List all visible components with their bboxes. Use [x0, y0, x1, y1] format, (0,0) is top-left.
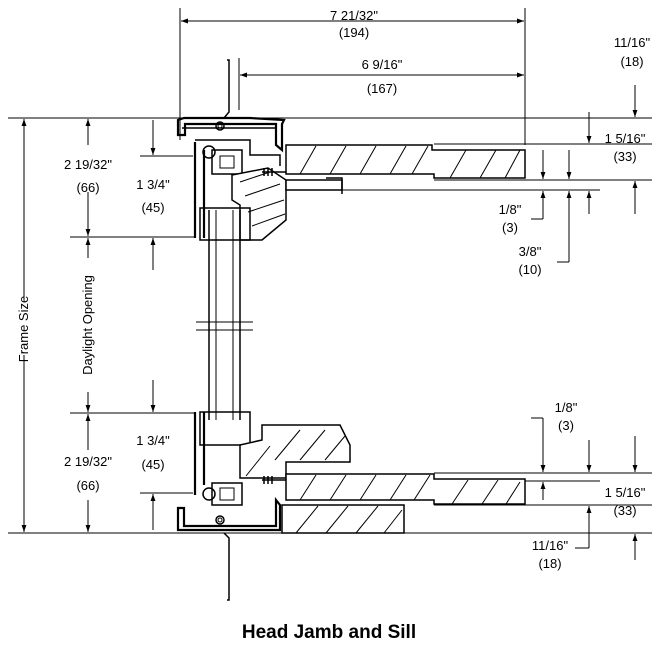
sill-right-depth-imperial: 1 5/16": [605, 485, 646, 500]
head-left-depth-imperial: 2 19/32": [64, 157, 112, 172]
head-right-dimensions: [342, 85, 652, 263]
sill-bottom-offset-metric: (18): [538, 556, 561, 571]
meeting-rail: [196, 321, 253, 331]
daylight-opening-label: Daylight Opening: [80, 275, 95, 375]
head-top-offset-imperial: 11/16": [614, 35, 651, 50]
head-small-gap-metric: (3): [502, 220, 518, 235]
head-sash-imperial: 1 3/4": [136, 177, 170, 192]
sill-small-gap-imperial: 1/8": [555, 400, 578, 415]
head-left-depth-metric: (66): [76, 180, 99, 195]
head-sash-dimension: [140, 120, 193, 270]
sill-small-gap-metric: (3): [558, 418, 574, 433]
head-top-offset-metric: (18): [620, 54, 643, 69]
sill-sash-dimension: [140, 380, 193, 530]
frame-size-label: Frame Size: [16, 296, 31, 362]
head-right-depth-imperial: 1 5/16": [605, 131, 646, 146]
head-sash-metric: (45): [141, 200, 164, 215]
overall-width-metric: (194): [339, 25, 369, 40]
sill-right-depth-metric: (33): [613, 503, 636, 518]
overall-width-imperial: 7 21/32": [330, 8, 378, 23]
sill-sash-imperial: 1 3/4": [136, 433, 170, 448]
sill-bottom-offset-imperial: 11/16": [532, 538, 569, 553]
head-recess-metric: (10): [518, 262, 541, 277]
head-jamb-section: [176, 59, 526, 420]
sill-left-depth-metric: (66): [76, 478, 99, 493]
head-recess-imperial: 3/8": [519, 244, 542, 259]
head-small-gap-imperial: 1/8": [499, 202, 522, 217]
sill-sash-metric: (45): [141, 457, 164, 472]
inner-width-metric: (167): [367, 81, 397, 96]
head-right-depth-metric: (33): [613, 149, 636, 164]
inner-width-imperial: 6 9/16": [362, 57, 403, 72]
sill-section: [176, 411, 526, 601]
drawing-caption: Head Jamb and Sill: [242, 622, 416, 643]
top-width-dimensions: [179, 8, 526, 145]
sill-left-depth-imperial: 2 19/32": [64, 454, 112, 469]
